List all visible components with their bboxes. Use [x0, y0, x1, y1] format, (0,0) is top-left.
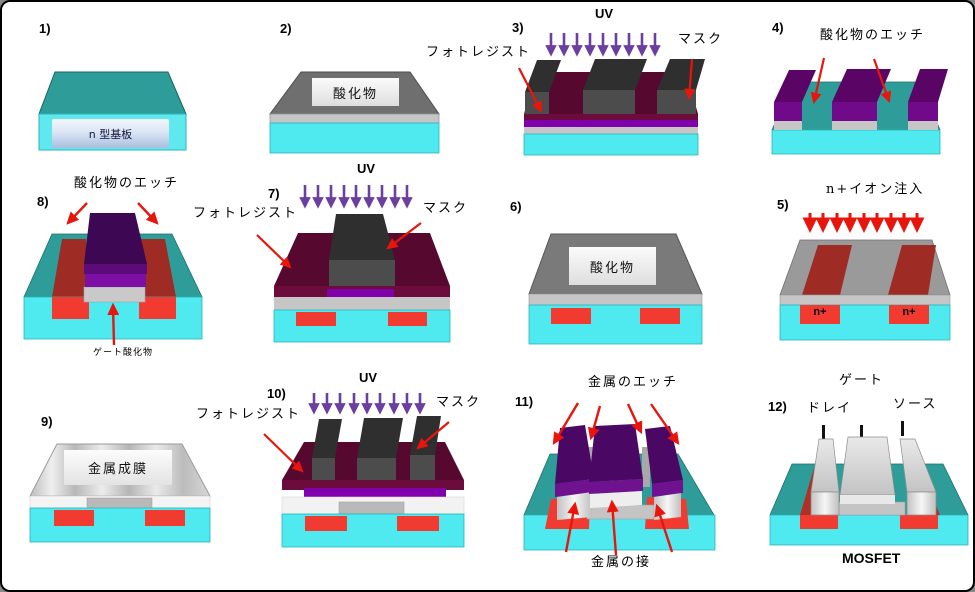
contact-arrows: [564, 499, 674, 556]
panel-3-illustration: [518, 33, 705, 156]
panel-8-number: 8): [37, 194, 49, 209]
panel-7-number: 7): [268, 186, 280, 201]
photoresist-label-p3: フォトレジスト: [426, 45, 532, 60]
etch-arrows: [810, 57, 892, 105]
oxide-label: 酸化物: [589, 260, 635, 276]
gate-oxide-label-p8: ゲート酸化物: [93, 348, 154, 358]
substrate-label: n 型基板: [88, 127, 133, 141]
panel-5-number: 5): [777, 197, 789, 212]
panel-4-number: 4): [772, 20, 784, 35]
n-plus-label-right: n+: [902, 306, 916, 318]
panel-2-number: 2): [280, 21, 292, 36]
mask-label-p10: マスク: [436, 395, 482, 410]
substrate-label-plate: n 型基板: [52, 119, 169, 148]
panel-8-illustration: [23, 202, 203, 346]
panel-9-number: 9): [41, 414, 53, 429]
mask-label-p3: マスク: [678, 32, 724, 47]
uv-arrows: [308, 393, 426, 415]
panel-11-number: 11): [515, 394, 534, 409]
mosfet-label: MOSFET: [842, 550, 901, 566]
source-label-p12: ソース: [893, 397, 938, 412]
photoresist-label-p7: フォトレジスト: [193, 206, 299, 221]
mask-label-p7: マスク: [423, 201, 469, 216]
uv-arrows: [299, 185, 413, 209]
panel-6-number: 6): [510, 199, 522, 214]
panel-3-number: 3): [512, 20, 524, 35]
panel-5-illustration: [779, 213, 951, 341]
pointer-arrows: [263, 421, 450, 473]
oxide-label-plate-p6: 酸化物: [569, 247, 656, 285]
n-plus-label-left: n+: [813, 306, 827, 318]
etch-arrows: [552, 402, 680, 446]
panel-11-illustration: [523, 402, 716, 556]
uv-arrows: [545, 33, 661, 57]
metal-label-plate-p9: 金属成膜: [64, 450, 172, 485]
metal-contact-label-p11: 金属の接: [591, 555, 652, 570]
metal-deposition-label: 金属成膜: [87, 462, 148, 477]
panel-10-number: 10): [267, 386, 286, 401]
panel-1-number: 1): [39, 21, 51, 36]
oxide-etch-label-p4: 酸化物のエッチ: [820, 28, 926, 43]
gate-label-p12: ゲート: [839, 373, 885, 388]
oxide-etch-label-p8: 酸化物のエッチ: [74, 176, 180, 191]
oxide-label: 酸化物: [332, 86, 378, 102]
panel-12-illustration: [769, 421, 969, 546]
panel-10-illustration: [263, 393, 465, 548]
panel-12-number: 12): [768, 399, 787, 414]
etch-arrows: [66, 202, 159, 346]
panel-4-illustration: [771, 57, 948, 155]
drain-label-p12: ドレイ: [807, 401, 853, 416]
uv-label-p7: UV: [357, 161, 376, 176]
implant-arrows: [802, 213, 925, 234]
panel-7-illustration: [256, 185, 451, 343]
oxide-label-plate-p2: 酸化物: [312, 78, 399, 106]
uv-label-p10: UV: [359, 370, 378, 385]
ion-implant-label-p5: n+イオン注入: [826, 182, 925, 197]
pointer-arrows: [256, 222, 422, 269]
photoresist-label-p10: フォトレジスト: [196, 407, 302, 422]
metal-etch-label-p11: 金属のエッチ: [588, 375, 679, 390]
pointer-arrows: [518, 58, 696, 113]
uv-label-p3: UV: [595, 6, 614, 21]
